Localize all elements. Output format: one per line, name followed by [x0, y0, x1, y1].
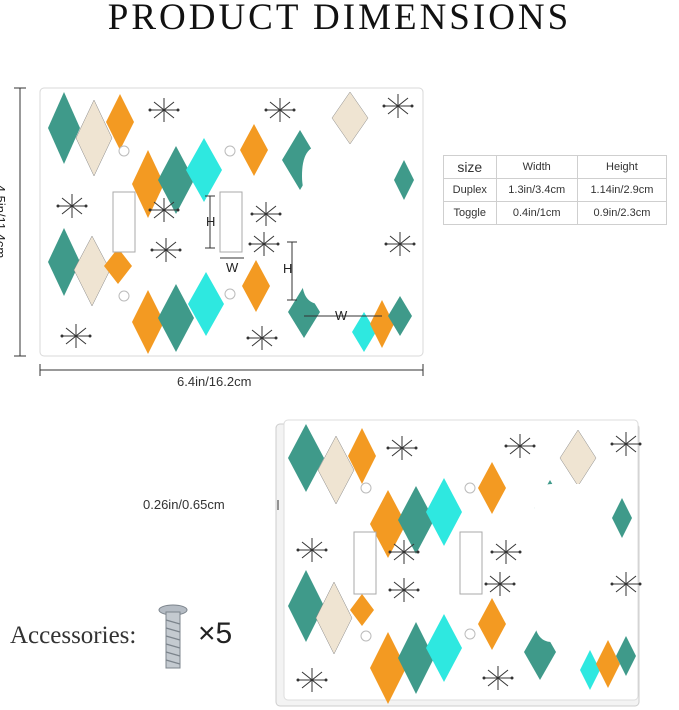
table-cell: Toggle: [443, 201, 497, 225]
thickness-label: 0.26in/0.65cm: [143, 497, 225, 512]
table-row: Toggle 0.4in/1cm 0.9in/2.3cm: [443, 201, 668, 225]
outlet-height-label: H: [283, 261, 292, 276]
wall-plate-front: H W H W: [39, 87, 424, 357]
accessories-quantity: ×5: [198, 617, 233, 650]
table-cell: 0.4in/1cm: [495, 201, 578, 225]
table-cell: 1.14in/2.9cm: [576, 178, 668, 202]
table-cell: 0.9in/2.3cm: [576, 201, 668, 225]
table-cell: Duplex: [443, 178, 497, 202]
screw-icon: [158, 604, 188, 669]
table-header: size: [443, 155, 497, 179]
height-dimension-line: [14, 87, 26, 357]
table-header: Height: [576, 155, 668, 179]
table-row: Duplex 1.3in/3.4cm 1.14in/2.9cm: [443, 178, 668, 202]
toggle-height-label: H: [206, 214, 215, 229]
width-dimension-line: [39, 364, 424, 376]
toggle-width-label: W: [226, 260, 239, 275]
accessories-label: Accessories:: [10, 622, 137, 649]
outlet-width-label: W: [335, 308, 348, 323]
table-cell: 1.3in/3.4cm: [495, 178, 578, 202]
width-label: 6.4in/16.2cm: [177, 374, 252, 389]
table-header: Width: [495, 155, 578, 179]
height-label: 4.5in/11.4cm: [0, 184, 9, 259]
page-title: PRODUCT DIMENSIONS: [107, 0, 572, 38]
size-table: size Width Height Duplex 1.3in/3.4cm 1.1…: [443, 155, 668, 225]
wall-plate-angled: [275, 419, 642, 707]
table-header-row: size Width Height: [443, 155, 668, 179]
